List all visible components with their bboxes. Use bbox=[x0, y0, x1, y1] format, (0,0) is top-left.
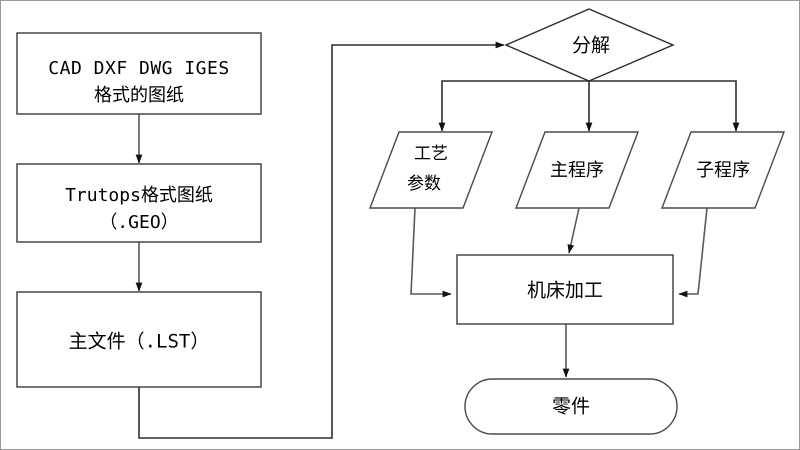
node-main-program-label: 主程序 bbox=[550, 160, 604, 181]
node-main-program[interactable]: 主程序 bbox=[514, 131, 640, 209]
node-main-file[interactable]: 主文件（.LST） bbox=[16, 291, 262, 388]
node-cad-source[interactable]: CAD DXF DWG IGES 格式的图纸 bbox=[16, 32, 262, 115]
node-decompose-label: 分解 bbox=[572, 35, 610, 57]
node-cad-source-line2: 格式的图纸 bbox=[94, 85, 184, 106]
edge-main-program-to-machining bbox=[567, 207, 580, 254]
node-cad-source-line1: CAD DXF DWG IGES bbox=[48, 58, 229, 79]
edge-sub-program-to-machining bbox=[678, 207, 708, 298]
connector-layer bbox=[135, 41, 740, 439]
node-decompose[interactable]: 分解 bbox=[504, 8, 675, 82]
edge-decompose-to-process-params bbox=[438, 80, 589, 132]
node-process-params[interactable]: 工艺 参数 bbox=[368, 131, 494, 209]
node-sub-program-label: 子程序 bbox=[696, 160, 750, 181]
node-sub-program[interactable]: 子程序 bbox=[660, 131, 786, 209]
node-process-params-line1: 工艺 bbox=[414, 144, 448, 164]
node-part[interactable]: 零件 bbox=[464, 378, 678, 435]
node-trutops[interactable]: Trutops格式图纸 （.GEO） bbox=[16, 163, 262, 243]
node-main-file-label: 主文件（.LST） bbox=[69, 331, 210, 353]
node-trutops-line2: （.GEO） bbox=[99, 212, 178, 233]
node-trutops-line1: Trutops格式图纸 bbox=[65, 185, 213, 206]
edge-decompose-to-sub-program bbox=[589, 80, 740, 132]
node-part-label: 零件 bbox=[552, 396, 590, 418]
node-machining-label: 机床加工 bbox=[527, 280, 603, 302]
edge-mainfile-to-decompose bbox=[138, 41, 505, 439]
edge-process-params-to-machining bbox=[410, 207, 452, 298]
node-machining[interactable]: 机床加工 bbox=[456, 254, 674, 325]
node-process-params-line2: 参数 bbox=[407, 174, 441, 194]
